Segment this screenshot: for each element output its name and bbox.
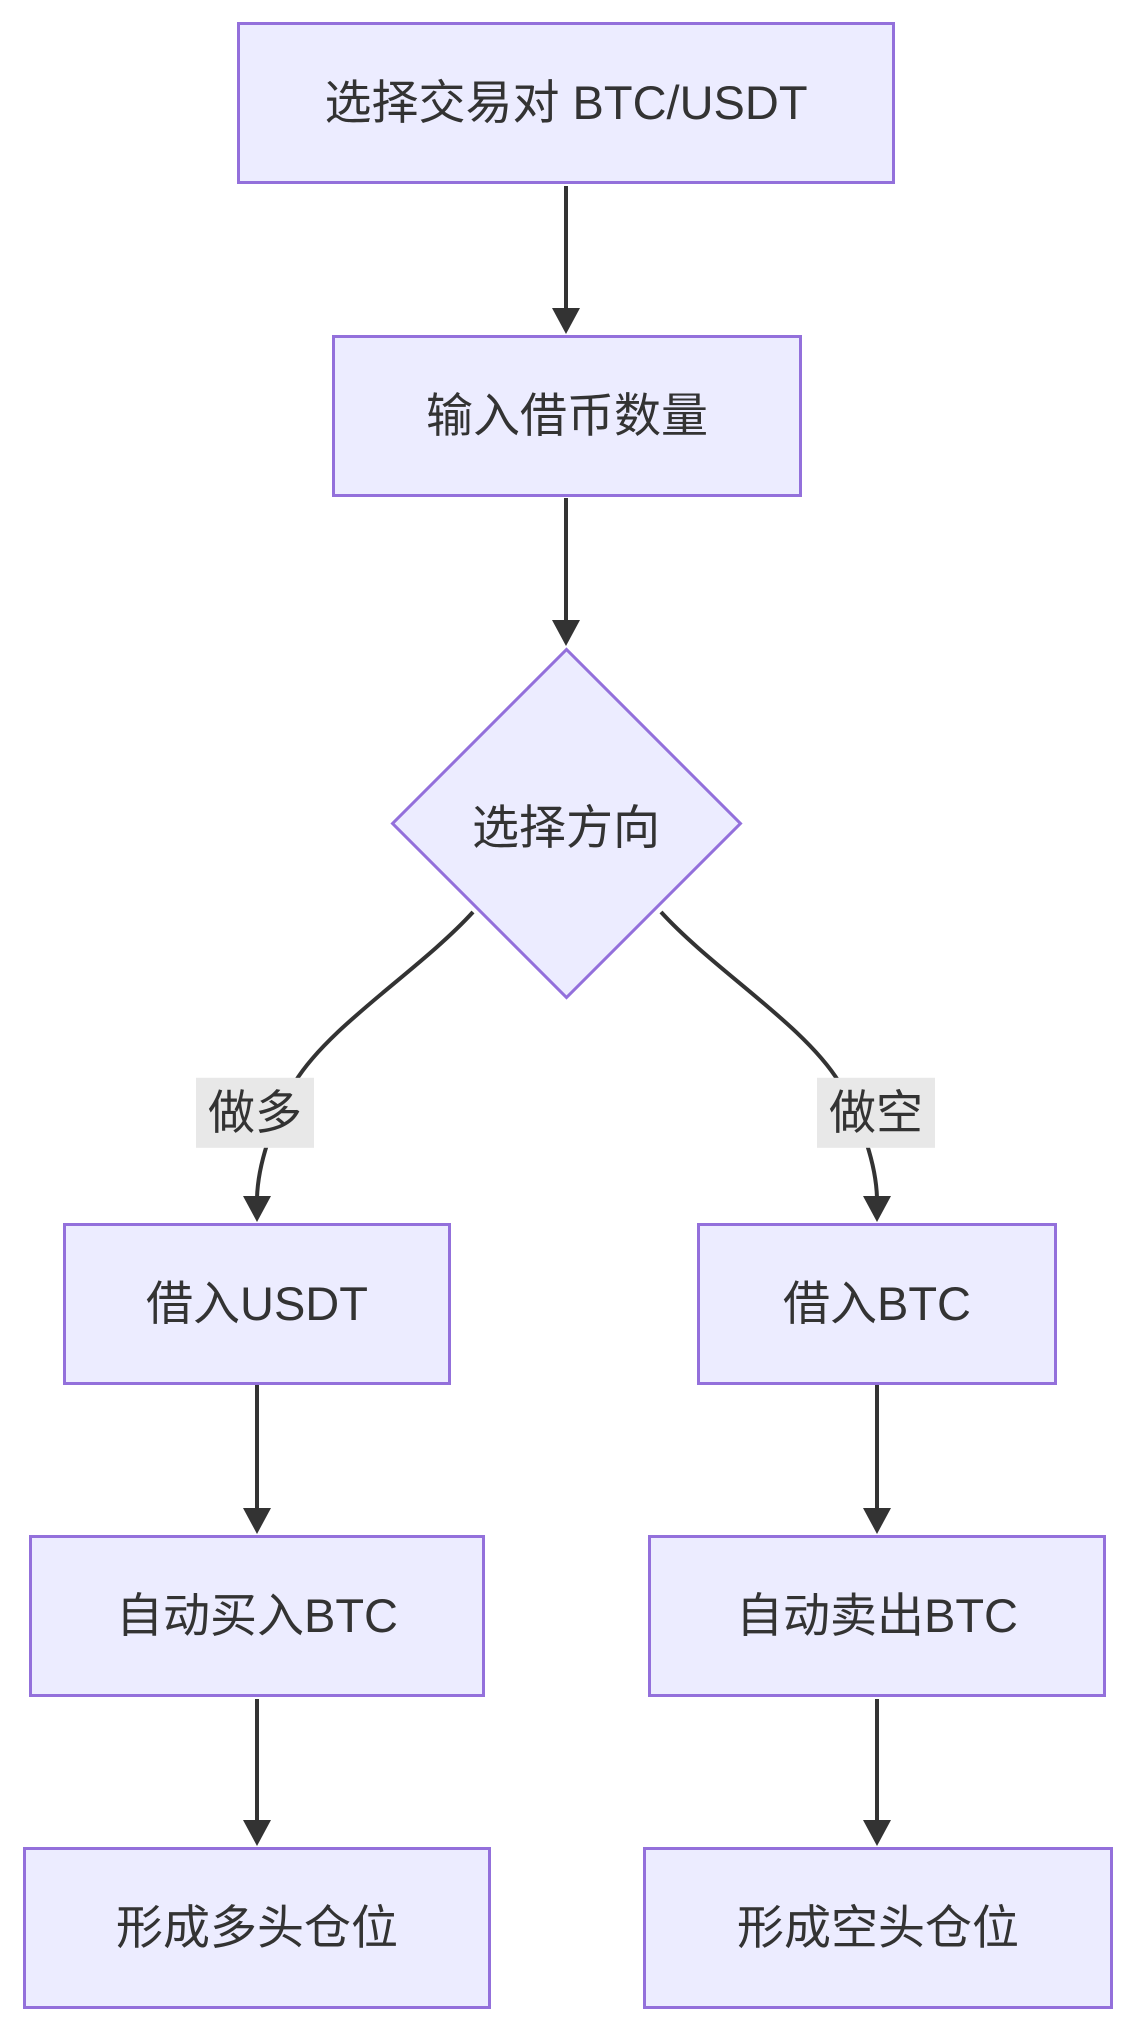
arrowhead-icon xyxy=(552,620,580,646)
arrowhead-icon xyxy=(243,1196,271,1222)
node-borrow-usdt: 借入USDT xyxy=(63,1223,451,1385)
edge-decision-to-borrow-btc xyxy=(659,910,879,1199)
arrowhead-icon xyxy=(243,1508,271,1534)
arrowhead-icon xyxy=(863,1508,891,1534)
arrowhead-icon xyxy=(552,308,580,334)
edge-decision-to-borrow-usdt xyxy=(255,910,475,1199)
edge-label-short: 做空 xyxy=(817,1077,935,1149)
node-short-position: 形成空头仓位 xyxy=(643,1847,1113,2009)
node-choose-direction-label: 选择方向 xyxy=(472,800,660,854)
node-long-position: 形成多头仓位 xyxy=(23,1847,491,2009)
arrowhead-icon xyxy=(243,1820,271,1846)
node-auto-sell-btc: 自动卖出BTC xyxy=(648,1535,1106,1697)
node-select-pair: 选择交易对 BTC/USDT xyxy=(237,22,895,184)
node-borrow-btc: 借入BTC xyxy=(697,1223,1057,1385)
edge-label-long: 做多 xyxy=(196,1077,314,1149)
node-auto-buy-btc: 自动买入BTC xyxy=(29,1535,485,1697)
arrowhead-icon xyxy=(863,1820,891,1846)
arrowhead-icon xyxy=(863,1196,891,1222)
node-input-amount: 输入借币数量 xyxy=(332,335,802,497)
